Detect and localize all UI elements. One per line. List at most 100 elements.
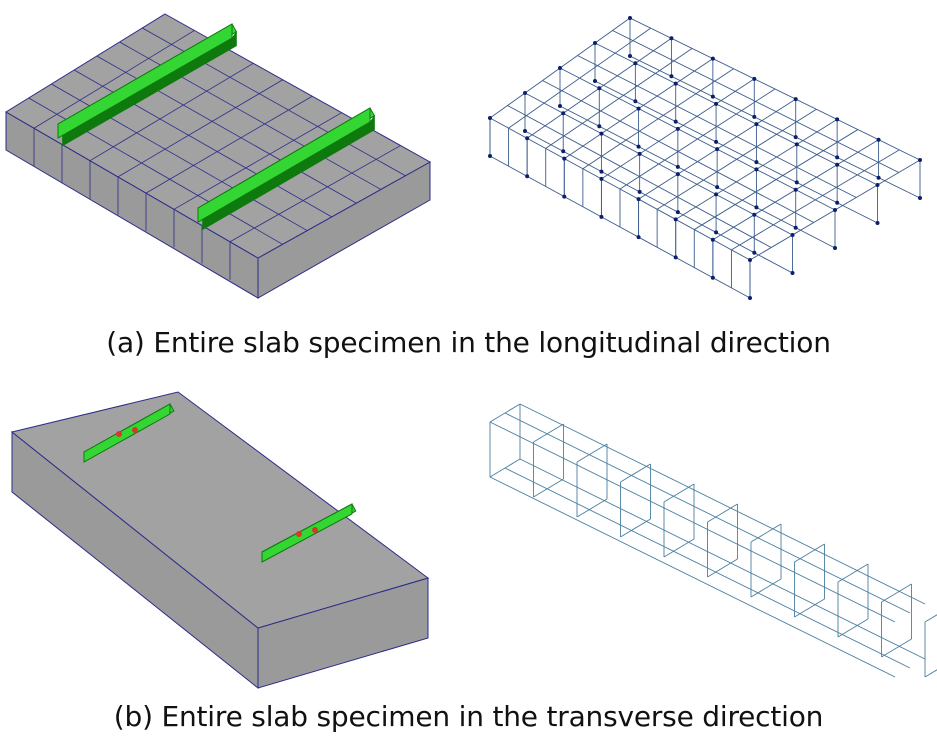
rebar-node xyxy=(597,124,602,129)
rebar-node xyxy=(793,135,798,140)
rebar-node xyxy=(793,97,798,102)
rebar-node xyxy=(637,189,642,194)
rebar-stirrup xyxy=(533,478,564,498)
rail-2-fastener xyxy=(312,527,318,533)
rebar-node xyxy=(752,114,757,119)
rebar-stirrup xyxy=(794,543,825,563)
rebar-node xyxy=(715,185,720,190)
rebar-stirrup xyxy=(794,598,825,618)
rebar-node xyxy=(599,214,604,219)
rebar-node xyxy=(835,117,840,122)
rebar-node xyxy=(835,200,840,205)
rebar-node xyxy=(710,94,715,99)
rebar-node xyxy=(675,164,680,169)
rebar-transverse xyxy=(582,68,734,170)
rebar-node xyxy=(710,237,715,242)
rebar-stirrup xyxy=(707,558,738,578)
rebar-node xyxy=(488,116,492,120)
rebar-transverse xyxy=(619,88,776,190)
rebar-node xyxy=(628,54,632,58)
rebar-node xyxy=(752,212,757,217)
mesh-line xyxy=(229,145,401,243)
rebar-stirrup xyxy=(576,498,608,518)
rebar-node xyxy=(561,111,566,116)
rail-1-fastener xyxy=(116,431,122,437)
rebar-node xyxy=(562,156,567,161)
rebar-stirrup xyxy=(924,614,937,623)
rebar-transverse xyxy=(508,27,651,129)
rebar-node xyxy=(918,196,922,200)
rebar-node xyxy=(710,275,715,280)
rebar-stirrup xyxy=(620,463,651,483)
rail-2-fastener xyxy=(296,531,302,537)
rebar-node xyxy=(558,66,562,70)
rebar-node xyxy=(636,106,641,111)
rebar-bottom xyxy=(524,130,793,274)
rebar-node xyxy=(748,296,752,300)
mesh-line xyxy=(117,79,283,178)
rebar-wireframe-transverse xyxy=(480,382,937,692)
rebar-node xyxy=(833,246,837,250)
rebar-node xyxy=(790,271,795,275)
rebar-bottom xyxy=(594,80,878,224)
rebar-node xyxy=(561,149,566,154)
rebar-transverse xyxy=(656,108,817,210)
rebar-node xyxy=(918,158,922,162)
rebar-node xyxy=(714,139,719,144)
rail-1-web xyxy=(83,403,171,463)
rebar-node xyxy=(875,221,880,225)
rebar-node xyxy=(525,174,530,179)
rebar-stirrup xyxy=(620,518,651,538)
rebar-node xyxy=(835,162,840,167)
rebar-node xyxy=(633,99,638,104)
rebar-node xyxy=(675,126,680,131)
rebar-node xyxy=(628,16,632,20)
rebar-node xyxy=(636,197,641,202)
rebar-node xyxy=(833,208,837,212)
rebar-node xyxy=(673,217,678,222)
rebar-stirrup xyxy=(750,523,782,543)
rebar-node xyxy=(752,76,757,81)
slab-model-transverse xyxy=(0,382,450,692)
rebar-node xyxy=(673,255,678,260)
rebar-node xyxy=(875,183,880,187)
rebar-node xyxy=(794,142,799,147)
slab-top-face xyxy=(10,391,430,629)
rebar-node xyxy=(675,172,680,177)
rebar-node xyxy=(673,119,678,124)
rebar-stirrup xyxy=(533,423,564,443)
rebar-node xyxy=(593,79,597,83)
rebar-node xyxy=(669,36,674,41)
rebar-node xyxy=(562,194,567,199)
rebar-stirrup xyxy=(881,583,912,603)
rebar-bottom xyxy=(629,55,921,199)
rebar-longitudinal xyxy=(489,421,896,623)
rail-2-web xyxy=(197,107,371,223)
rebar-bottom xyxy=(489,155,751,299)
rebar-wireframe-longitudinal xyxy=(480,0,937,310)
rebar-node xyxy=(754,160,759,165)
rebar-node xyxy=(714,101,719,106)
rebar-node xyxy=(599,131,604,136)
rebar-node xyxy=(754,167,759,172)
rebar-transverse xyxy=(731,149,900,251)
rebar-stirrup xyxy=(924,669,937,678)
rail-1-fastener xyxy=(132,427,138,433)
rebar-node xyxy=(876,137,881,142)
rebar-node xyxy=(558,104,562,108)
rebar-node xyxy=(754,205,759,210)
rebar-node xyxy=(636,235,641,240)
rebar-transverse xyxy=(545,48,693,149)
rebar-node xyxy=(790,233,795,237)
rebar-bottom xyxy=(559,105,836,249)
slab-model-longitudinal xyxy=(0,0,450,310)
rebar-node xyxy=(675,210,680,215)
rebar-node xyxy=(835,155,840,160)
mesh-line xyxy=(33,30,195,129)
rebar-stirrup xyxy=(881,638,912,658)
rebar-stirrup xyxy=(837,618,869,638)
mesh-line xyxy=(173,112,342,210)
rebar-longitudinal xyxy=(504,412,911,614)
rebar-node xyxy=(488,154,492,158)
rebar-node xyxy=(714,230,719,235)
